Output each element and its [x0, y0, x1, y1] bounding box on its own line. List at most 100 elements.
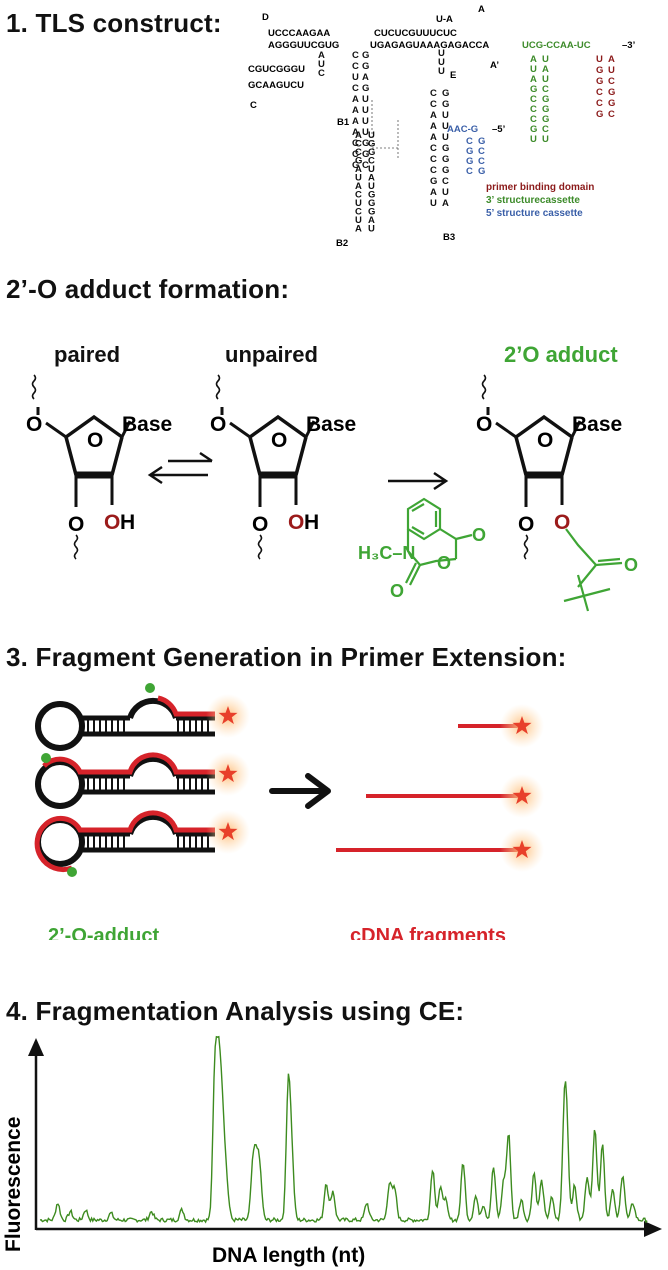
stem-nucleotide: G	[442, 165, 449, 176]
pseudoknot-dashes	[371, 100, 399, 160]
fragment-generation-diagram: 2’-O-adduct cDNA fragments	[34, 683, 544, 940]
atom-o3: O	[518, 513, 534, 536]
tls-construct-diagram: D A A’ C B1 E B2 B3 UCCCAAGAA AGGGUUCGUG…	[248, 4, 635, 249]
atom-o5: O	[26, 413, 42, 436]
seq-top-mid-2: UGAGAGUAAAGAGACCA	[370, 40, 489, 51]
primer-nucleotide: G	[608, 87, 615, 98]
stem-nucleotide: C	[318, 68, 325, 79]
legend-primer-binding: primer binding domain	[486, 182, 594, 193]
nmia-reagent	[405, 497, 473, 586]
stem-nucleotide: U	[362, 116, 369, 127]
stem-nucleotide: C	[352, 50, 359, 61]
cdna-fragment	[458, 704, 544, 748]
stem-nucleotide: G	[362, 50, 369, 61]
stem-nucleotide: A	[355, 181, 362, 192]
ce-trace	[39, 1035, 648, 1224]
stem-nucleotide: A	[368, 173, 375, 184]
cassette-nucleotide: G	[530, 84, 537, 95]
seq-3-cassette: UCG-CCAA-UC	[522, 40, 591, 51]
section-3-title: 3. Fragment Generation in Primer Extensi…	[6, 642, 567, 672]
adduct-ester	[563, 528, 623, 612]
primer-nucleotide: G	[596, 76, 603, 87]
stem-nucleotide: A	[352, 116, 359, 127]
stem-nucleotide: G	[430, 176, 437, 187]
stem-nucleotide: A	[355, 130, 362, 141]
stem-nucleotide: G	[442, 143, 449, 154]
fluorophore-star	[218, 764, 238, 783]
reagent-carbonyl-o1: O	[472, 525, 486, 545]
stem-nucleotide: C	[352, 83, 359, 94]
primer-nucleotide: C	[608, 109, 615, 120]
domain-label-C: C	[250, 100, 257, 111]
stem-nucleotide: G	[442, 88, 449, 99]
stem-nucleotide: A	[430, 121, 437, 132]
cassette-nucleotide: U	[542, 54, 549, 65]
y-axis-label: Fluorescence	[2, 1117, 25, 1252]
cassette-nucleotide: A	[530, 74, 537, 85]
cassette-nucleotide: C	[530, 104, 537, 115]
stem-nucleotide: A	[352, 105, 359, 116]
stem-nucleotide: U	[355, 198, 362, 209]
stem-nucleotide: C	[368, 156, 375, 167]
stem-nucleotide: A	[318, 50, 325, 61]
stem-nucleotide: C	[362, 160, 369, 171]
seq-loop-d-2: GCAAGUCU	[248, 80, 304, 91]
stem-nucleotide: C	[352, 61, 359, 72]
cassette-nucleotide: U	[530, 64, 537, 75]
stem-nucleotide: U	[442, 121, 449, 132]
cassette-nucleotide: G	[466, 156, 473, 167]
fluorophore-star	[512, 786, 532, 805]
stem-nucleotide: G	[362, 83, 369, 94]
cassette-nucleotide: A	[542, 64, 549, 75]
equilibrium-back-arrow	[147, 465, 208, 485]
domain-label-B1: B1	[337, 117, 350, 128]
stem-nucleotide: A	[352, 94, 359, 105]
stem-nucleotide: G	[442, 99, 449, 110]
adduct-marker	[145, 683, 155, 693]
atom-o3: O	[252, 513, 268, 536]
atom-ring-o: O	[537, 429, 553, 452]
stem-letters: CCUCAAAACCGGGAGUUUUGGCACCGAUACUCUAUGGCUA…	[318, 48, 449, 235]
stem-nucleotide: C	[352, 149, 359, 160]
legend-5-cassette: 5’ structure cassette	[486, 208, 583, 219]
primer-nucleotide: U	[596, 54, 603, 65]
stem-nucleotide: C	[430, 88, 437, 99]
cassette-nucleotide: G	[542, 114, 549, 125]
cdna-fragment	[336, 828, 544, 872]
x-axis-arrow	[644, 1221, 662, 1237]
stem-nucleotide: U	[442, 187, 449, 198]
x-axis-label: DNA length (nt)	[212, 1244, 365, 1267]
stem-nucleotide: U	[442, 132, 449, 143]
stem-nucleotide: A	[430, 132, 437, 143]
cassette-nucleotide: C	[542, 84, 549, 95]
stem-nucleotide: C	[430, 165, 437, 176]
legend-3-cassette: 3’ structurecassette	[486, 195, 580, 206]
rna-template	[35, 752, 250, 809]
stem-nucleotide: G	[368, 147, 375, 158]
stem-nucleotide: G	[352, 160, 359, 171]
stem-nucleotide: U	[368, 130, 375, 141]
stem-nucleotide: A	[430, 110, 437, 121]
adduct-marker	[67, 867, 77, 877]
stem-nucleotide: C	[355, 147, 362, 158]
y-axis-arrow	[28, 1038, 44, 1056]
cassette-nucleotide: G	[478, 136, 485, 147]
label-2o-adduct: 2’O adduct	[504, 342, 618, 367]
cdna-fragment	[366, 774, 544, 818]
reagent-ring-o: O	[437, 553, 451, 573]
fluorophore-star	[218, 706, 238, 725]
primer-nucleotide: U	[608, 65, 615, 76]
cassette-nucleotide: C	[530, 114, 537, 125]
cassette-nucleotide: C	[542, 124, 549, 135]
seq-top-mid: CUCUCGUUUCUC	[374, 28, 457, 39]
domain-label-A-prime: A’	[490, 60, 499, 71]
stem-nucleotide: A	[352, 127, 359, 138]
section-1-title: 1. TLS construct:	[6, 8, 222, 38]
stem-nucleotide: G	[362, 138, 369, 149]
stem-nucleotide: A	[355, 164, 362, 175]
end-5-prime: –5’	[492, 124, 505, 135]
